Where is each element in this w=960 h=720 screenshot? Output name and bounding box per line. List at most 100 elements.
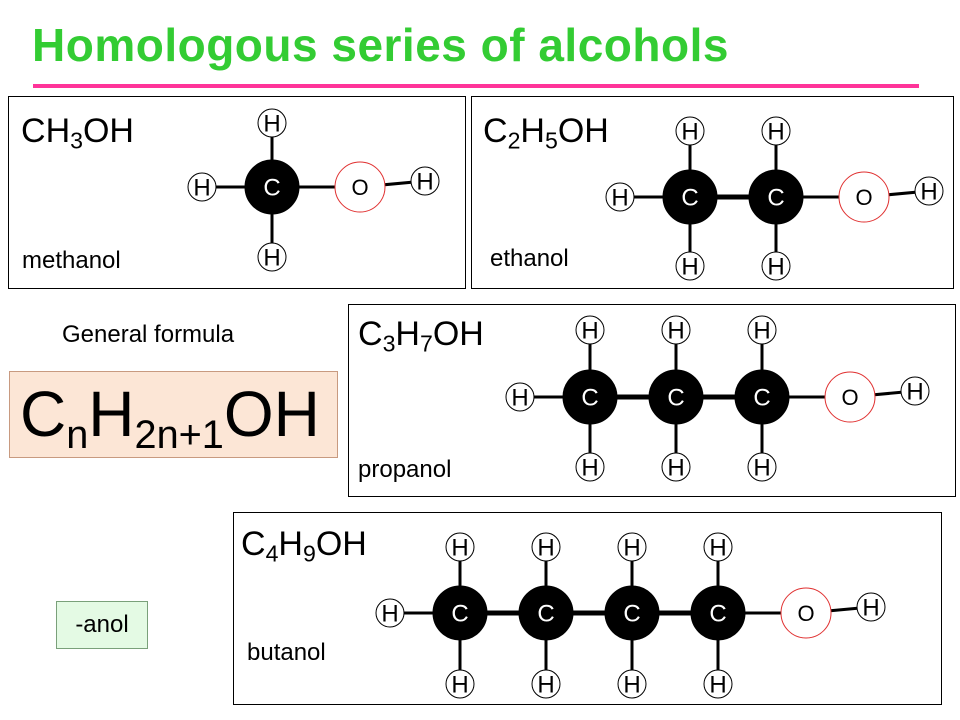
svg-text:H: H <box>623 672 640 699</box>
ethanol-formula: C2H5OH <box>483 112 609 154</box>
ethanol-name: ethanol <box>490 245 569 272</box>
svg-text:H: H <box>753 455 770 482</box>
methanol-bonds <box>202 123 426 257</box>
svg-text:H: H <box>193 175 210 202</box>
butanol-carbon-atom: C <box>604 585 660 641</box>
propanol-oxygen-atom: O <box>824 371 876 423</box>
propanol-formula: C3H7OH <box>358 315 484 357</box>
butanol-hydrogen-atom: H <box>617 532 647 562</box>
propanol-hydrogen-atom: H <box>747 452 777 482</box>
svg-text:H: H <box>709 672 726 699</box>
ethanol-hydrogen-atom: H <box>605 182 635 212</box>
svg-text:H: H <box>611 185 628 212</box>
methanol-hydroxyl-hydrogen-atom: H <box>410 166 440 196</box>
title-underline <box>33 84 919 88</box>
svg-text:O: O <box>797 601 814 626</box>
butanol-hydrogen-atom: H <box>445 532 475 562</box>
butanol-hydrogen-atom: H <box>703 669 733 699</box>
svg-text:H: H <box>906 379 923 406</box>
propanol-hydrogen-atom: H <box>747 315 777 345</box>
svg-text:H: H <box>667 455 684 482</box>
butanol-hydrogen-atom: H <box>617 669 647 699</box>
suffix-label: -anol <box>56 601 148 649</box>
ethanol-oxygen-atom: O <box>838 171 890 223</box>
svg-text:C: C <box>681 185 698 212</box>
butanol-hydrogen-atom: H <box>445 669 475 699</box>
svg-text:H: H <box>537 535 554 562</box>
svg-text:H: H <box>920 179 937 206</box>
ethanol-hydrogen-atom: H <box>761 251 791 281</box>
svg-text:C: C <box>709 601 726 628</box>
propanol-hydrogen-atom: H <box>575 315 605 345</box>
methanol-formula: CH3OH <box>21 112 134 154</box>
butanol-carbon-atom: C <box>690 585 746 641</box>
ethanol-hydrogen-atom: H <box>675 251 705 281</box>
methanol-name: methanol <box>22 247 121 274</box>
butanol-hydrogen-atom: H <box>375 598 405 628</box>
svg-text:H: H <box>581 455 598 482</box>
butanol-hydroxyl-hydrogen-atom: H <box>856 592 886 622</box>
propanol-carbon-atom: C <box>648 369 704 425</box>
svg-text:H: H <box>681 119 698 146</box>
propanol-hydrogen-atom: H <box>661 315 691 345</box>
propanol-carbon-atom: C <box>562 369 618 425</box>
svg-text:H: H <box>537 672 554 699</box>
methanol-carbon-atom: C <box>244 159 300 215</box>
svg-text:H: H <box>862 595 879 622</box>
svg-text:C: C <box>667 385 684 412</box>
svg-text:H: H <box>511 385 528 412</box>
svg-text:H: H <box>381 601 398 628</box>
svg-text:O: O <box>855 185 872 210</box>
svg-text:H: H <box>767 119 784 146</box>
svg-text:H: H <box>451 535 468 562</box>
butanol-name: butanol <box>247 639 326 666</box>
general-formula: CnH2n+1OH <box>20 378 320 457</box>
svg-text:C: C <box>623 601 640 628</box>
ethanol-hydroxyl-hydrogen-atom: H <box>914 176 944 206</box>
propanol-name: propanol <box>358 456 452 483</box>
propanol-hydrogen-atom: H <box>661 452 691 482</box>
methanol-hydrogen-atom: H <box>257 108 287 138</box>
svg-text:O: O <box>841 385 858 410</box>
butanol-formula: C4H9OH <box>241 525 367 567</box>
svg-text:H: H <box>667 318 684 345</box>
svg-text:H: H <box>581 318 598 345</box>
svg-text:H: H <box>753 318 770 345</box>
ethanol-hydrogen-atom: H <box>675 116 705 146</box>
ethanol-carbon-atom: C <box>748 169 804 225</box>
ethanol-carbon-atom: C <box>662 169 718 225</box>
svg-text:H: H <box>263 111 280 138</box>
svg-text:C: C <box>537 601 554 628</box>
svg-text:O: O <box>351 175 368 200</box>
page-title: Homologous series of alcohols <box>32 19 729 71</box>
butanol-hydrogen-atom: H <box>703 532 733 562</box>
svg-text:H: H <box>767 254 784 281</box>
svg-text:H: H <box>709 535 726 562</box>
butanol-carbon-atom: C <box>432 585 488 641</box>
svg-text:H: H <box>451 672 468 699</box>
propanol-hydrogen-atom: H <box>575 452 605 482</box>
methanol-hydrogen-atom: H <box>257 242 287 272</box>
svg-text:H: H <box>263 245 280 272</box>
svg-text:C: C <box>581 385 598 412</box>
ethanol-hydrogen-atom: H <box>761 116 791 146</box>
butanol-oxygen-atom: O <box>780 587 832 639</box>
butanol-carbon-atom: C <box>518 585 574 641</box>
svg-text:H: H <box>623 535 640 562</box>
propanol-hydrogen-atom: H <box>505 382 535 412</box>
propanol-hydroxyl-hydrogen-atom: H <box>900 376 930 406</box>
svg-text:H: H <box>681 254 698 281</box>
methanol-hydrogen-atom: H <box>187 172 217 202</box>
butanol-hydrogen-atom: H <box>531 532 561 562</box>
